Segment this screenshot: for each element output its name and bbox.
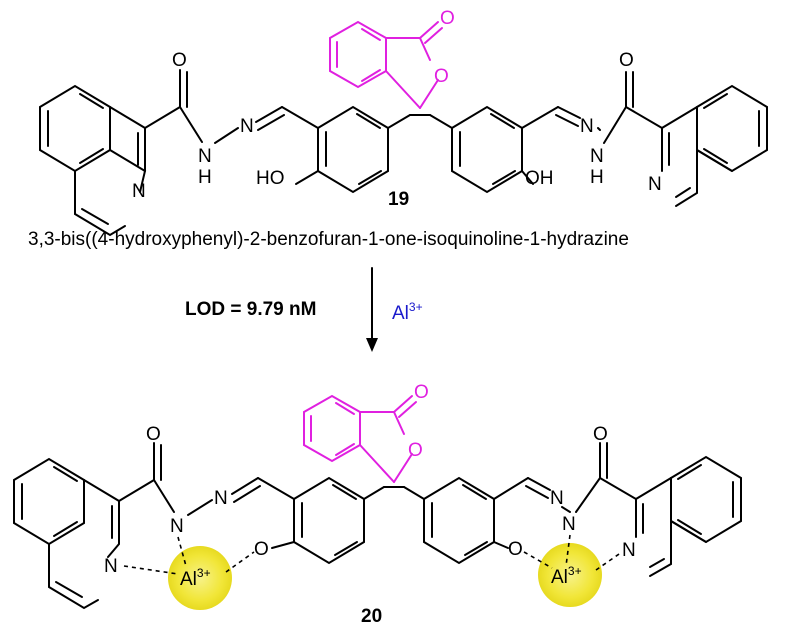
lod-label: LOD = 9.79 nM <box>185 299 316 320</box>
molecule-19: N O N H N HO <box>28 8 768 250</box>
compound-name-19: 3,3-bis((4-hydroxyphenyl)-2-benzofuran-1… <box>28 229 629 250</box>
atom-h-hydrazide-right: H <box>590 167 604 188</box>
atom-o-lactone-ring-bottom: O <box>408 440 423 461</box>
atom-n-isoq-right-complex: N <box>622 540 636 561</box>
isoquinoline-left <box>39 84 147 237</box>
atom-o-amide-left: O <box>172 50 187 71</box>
isoquinoline-right-complex <box>635 455 742 577</box>
atom-n-isoq-right: N <box>648 174 662 195</box>
atom-oh-right: OH <box>525 168 554 189</box>
atom-o-amide-right-complex: O <box>593 424 608 445</box>
atom-n-imine-right: N <box>580 116 594 137</box>
atom-o-lactone-ring-top: O <box>434 66 449 87</box>
atom-ho-left: HO <box>256 168 285 189</box>
atom-n-hydrazide-left: N <box>198 146 212 167</box>
molecule-20: N O N N O Al3+ <box>13 382 742 627</box>
atom-n-amide-left-complex: N <box>170 516 184 537</box>
metal-right: Al3+ <box>551 564 582 588</box>
atom-n-isoq-left: N <box>132 181 146 202</box>
atom-o-carbonyl-bottom: O <box>414 382 429 403</box>
reaction-arrow: LOD = 9.79 nM Al3+ <box>185 267 423 352</box>
atom-o-phenoxide-left: O <box>254 539 269 560</box>
atom-n-amide-right-complex: N <box>562 514 576 535</box>
metal-glow-right <box>538 543 602 607</box>
atom-n-imine-left: N <box>240 116 254 137</box>
phenoxide-ring-left <box>293 476 365 565</box>
reagent-label: Al3+ <box>392 300 423 324</box>
compound-number-20: 20 <box>361 606 382 627</box>
compound-number-19: 19 <box>388 189 409 210</box>
atom-o-carbonyl-top: O <box>440 8 455 29</box>
isoquinoline-right <box>661 84 768 207</box>
atom-n-hydrazide-right: N <box>590 146 604 167</box>
metal-left: Al3+ <box>180 566 211 590</box>
atom-n-imine-right-complex: N <box>550 488 564 509</box>
atom-n-imine-left-complex: N <box>214 488 228 509</box>
phenol-ring-left <box>317 105 389 194</box>
phenoxide-ring-right <box>423 476 495 565</box>
metal-glow-left <box>168 546 232 610</box>
lactone-top <box>329 20 443 109</box>
atom-o-amide-right: O <box>619 50 634 71</box>
isoquinoline-left-complex <box>13 457 120 610</box>
atom-h-hydrazide-left: H <box>198 167 212 188</box>
atom-o-phenoxide-right: O <box>508 539 523 560</box>
down-arrow-icon <box>366 338 378 352</box>
atom-o-amide-left-complex: O <box>146 424 161 445</box>
lactone-bottom <box>303 394 417 483</box>
phenol-ring-right <box>451 105 523 194</box>
atom-n-isoq-left-complex: N <box>104 556 118 577</box>
